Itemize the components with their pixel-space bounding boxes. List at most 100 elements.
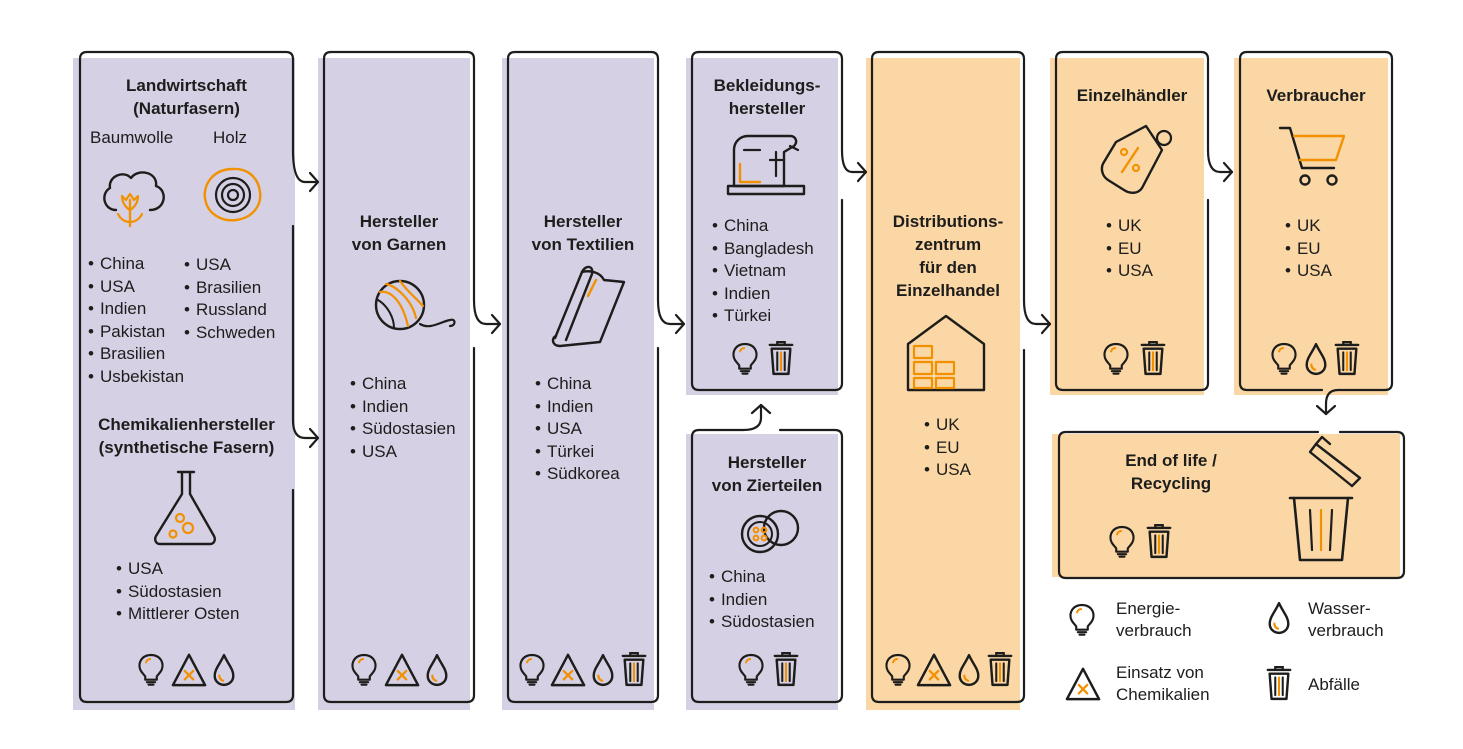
legend-bulb-icon — [1068, 600, 1096, 638]
list-item: China — [350, 373, 456, 396]
bulb-icon — [1102, 339, 1130, 377]
cotton-country-list: China USA Indien Pakistan Brasilien Usbe… — [88, 253, 184, 388]
list-item: Pakistan — [88, 321, 184, 344]
bulb-icon — [731, 339, 759, 377]
fabric-icon — [551, 265, 626, 348]
chemical-icon — [915, 652, 953, 688]
einzelhaendler-title: Einzelhändler — [1076, 86, 1188, 105]
list-item: Türkei — [535, 441, 620, 464]
trash-icon — [1139, 339, 1167, 377]
chemical-icon — [383, 652, 421, 688]
legend-waste: Abfälle — [1308, 675, 1360, 694]
zierteile-title: Hersteller von Zierteilen — [711, 453, 823, 495]
list-item: Indien — [350, 396, 456, 419]
list-item: Brasilien — [88, 343, 184, 366]
bekleidung-country-list: China Bangladesh Vietnam Indien Türkei — [712, 215, 814, 328]
list-item: UK — [1285, 215, 1332, 238]
trash-icon — [772, 650, 800, 688]
bulb-icon — [518, 650, 546, 688]
trash-icon — [986, 650, 1014, 688]
chemical-icon — [170, 652, 208, 688]
list-item: China — [535, 373, 620, 396]
wood-label: Holz — [213, 128, 248, 147]
legend-chemicals: Einsatz von Chemikalien — [1116, 663, 1210, 704]
bulb-icon — [884, 650, 912, 688]
wood-country-list: USA Brasilien Russland Schweden — [184, 254, 275, 344]
trash-icon — [1145, 522, 1173, 560]
price-tag-icon — [1100, 124, 1173, 194]
list-item: Indien — [709, 589, 815, 612]
list-item: Türkei — [712, 305, 814, 328]
list-item: Vietnam — [712, 260, 814, 283]
legend-chemical-icon — [1064, 666, 1102, 702]
verbraucher-title: Verbraucher — [1266, 86, 1366, 105]
sewing-machine-icon — [726, 134, 806, 196]
wood-icon — [203, 167, 262, 222]
landwirtschaft-title: Landwirtschaft (Naturfasern) — [126, 76, 247, 118]
warehouse-icon — [906, 314, 986, 392]
garne-title: Hersteller von Garnen — [351, 212, 447, 254]
bulb-icon — [1270, 339, 1298, 377]
list-item: Bangladesh — [712, 238, 814, 261]
verbraucher-country-list: UK EU USA — [1285, 215, 1332, 283]
list-item: USA — [535, 418, 620, 441]
list-item: EU — [1285, 238, 1332, 261]
list-item: USA — [184, 254, 275, 277]
list-item: Indien — [535, 396, 620, 419]
list-item: USA — [1285, 260, 1332, 283]
flask-icon — [154, 470, 216, 546]
bulb-icon — [1108, 522, 1136, 560]
zierteile-country-list: China Indien Südostasien — [709, 566, 815, 634]
trash-icon — [767, 339, 795, 377]
list-item: USA — [350, 441, 456, 464]
drop-icon — [211, 652, 237, 688]
list-item: USA — [1106, 260, 1153, 283]
bekleidung-title: Bekleidungs- hersteller — [713, 76, 821, 118]
chem-country-list: USA Südostasien Mittlerer Osten — [116, 558, 239, 626]
einzelhaendler-country-list: UK EU USA — [1106, 215, 1153, 283]
textilien-title: Hersteller von Textilien — [531, 212, 635, 254]
drop-icon — [590, 652, 616, 688]
distribution-country-list: UK EU USA — [924, 414, 971, 482]
list-item: China — [88, 253, 184, 276]
distribution-panel — [866, 58, 1020, 710]
list-item: USA — [924, 459, 971, 482]
drop-icon — [1303, 341, 1329, 377]
cotton-icon — [103, 171, 165, 228]
list-item: USA — [88, 276, 184, 299]
list-item: USA — [116, 558, 239, 581]
chemical-icon — [549, 652, 587, 688]
list-item: UK — [1106, 215, 1153, 238]
list-item: EU — [1106, 238, 1153, 261]
trash-icon — [1333, 339, 1361, 377]
list-item: Brasilien — [184, 277, 275, 300]
chem-title: Chemikalienhersteller (synthetische Fase… — [98, 415, 275, 457]
list-item: Russland — [184, 299, 275, 322]
bulb-icon — [737, 650, 765, 688]
legend-water: Wasser- verbrauch — [1308, 599, 1384, 640]
list-item: Schweden — [184, 322, 275, 345]
large-bin-icon — [1288, 435, 1362, 562]
list-item: Indien — [712, 283, 814, 306]
trash-icon — [620, 650, 648, 688]
distribution-title: Distributions- zentrum für den Einzelhan… — [892, 212, 1004, 300]
list-item: China — [709, 566, 815, 589]
cart-icon — [1278, 126, 1346, 186]
bulb-icon — [350, 650, 378, 688]
legend-trash-icon — [1265, 664, 1293, 702]
bulb-icon — [137, 650, 165, 688]
textilien-country-list: China Indien USA Türkei Südkorea — [535, 373, 620, 486]
list-item: Mittlerer Osten — [116, 603, 239, 626]
buttons-icon — [740, 509, 800, 554]
legend-energy: Energie- verbrauch — [1116, 599, 1192, 640]
legend-drop-icon — [1266, 600, 1292, 636]
drop-icon — [424, 652, 450, 688]
garne-country-list: China Indien Südostasien USA — [350, 373, 456, 463]
list-item: EU — [924, 437, 971, 460]
cotton-label: Baumwolle — [90, 128, 174, 147]
yarn-icon — [374, 279, 456, 331]
list-item: Südostasien — [709, 611, 815, 634]
end-of-life-title: End of life / Recycling — [1125, 451, 1217, 493]
drop-icon — [956, 652, 982, 688]
